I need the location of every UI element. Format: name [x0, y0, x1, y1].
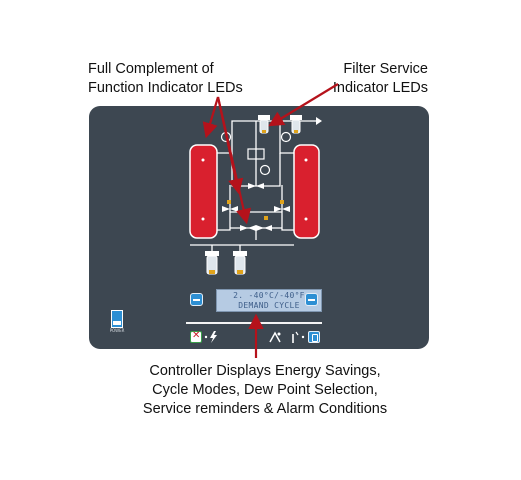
filter-bottom-1	[205, 251, 219, 275]
callout-line: Filter Service	[343, 61, 428, 77]
filter-top-2	[290, 115, 302, 134]
valves	[222, 183, 290, 231]
callout-line: Service reminders & Alarm Conditions	[142, 401, 388, 417]
filter-bottom-2	[233, 251, 247, 275]
led-dot	[204, 335, 208, 339]
divider	[186, 322, 322, 324]
callout-line: Cycle Modes, Dew Point Selection,	[152, 382, 378, 398]
gauge-icon	[280, 131, 292, 143]
mode-right-button[interactable]	[305, 293, 318, 306]
callout-line: Full Complement of	[88, 61, 214, 77]
callout-controller: Controller Displays Energy Savings, Cycl…	[100, 362, 430, 419]
service-icon[interactable]	[308, 331, 320, 343]
led	[201, 217, 205, 221]
led	[201, 158, 205, 162]
callout-filter-leds: Filter Service Indicator LEDs	[300, 60, 428, 98]
power-indicator	[204, 331, 217, 343]
callout-function-leds: Full Complement of Function Indicator LE…	[88, 60, 243, 98]
heater-box	[247, 148, 265, 160]
dewpoint-indicator	[292, 331, 305, 343]
led	[304, 217, 308, 221]
energy-saving-icon	[269, 331, 281, 343]
lcd-line-1: 2. -40°C/-40°F	[233, 291, 305, 300]
alarm-icon[interactable]	[190, 330, 202, 343]
lcd-line-2: DEMAND CYCLE	[238, 301, 300, 310]
right-tower	[293, 144, 320, 239]
led-dot	[301, 335, 305, 339]
lcd-display: 2. -40°C/-40°F DEMAND CYCLE	[216, 289, 322, 312]
filter-top-1	[258, 115, 270, 134]
led	[304, 158, 308, 162]
lightning-icon	[210, 331, 217, 343]
gauge-icon	[220, 131, 232, 143]
callout-line: Function Indicator LEDs	[88, 80, 243, 96]
power-sticker-icon	[111, 310, 123, 328]
callout-line: Controller Displays Energy Savings,	[149, 363, 381, 379]
callout-line: Indicator LEDs	[332, 80, 428, 96]
sticker-label: POWER	[109, 328, 125, 333]
gauge-icon	[259, 164, 271, 176]
mode-left-button[interactable]	[190, 293, 203, 306]
